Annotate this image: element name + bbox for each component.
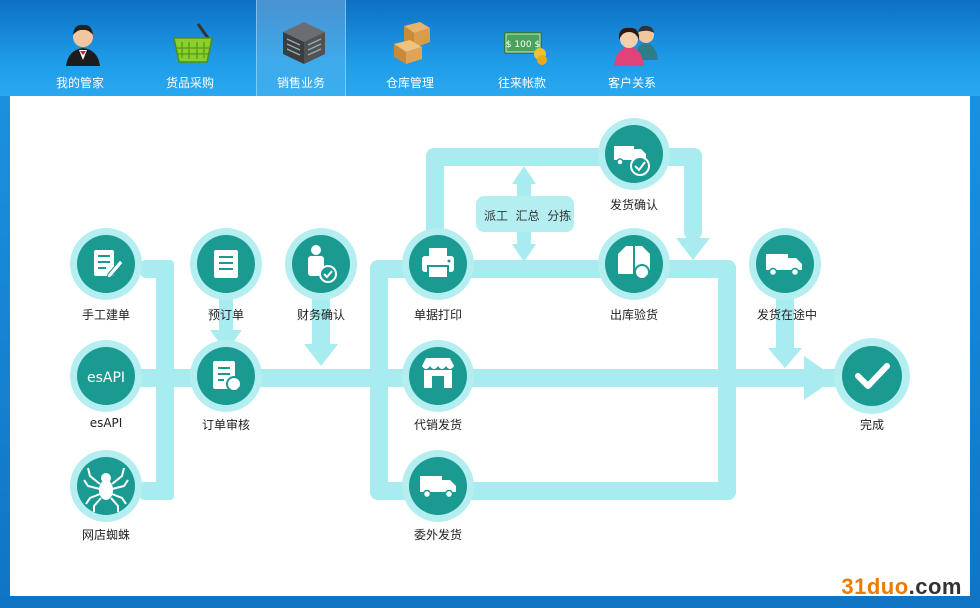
truck-check-icon (614, 146, 650, 176)
tab-label: 往来帐款 (497, 76, 546, 90)
document-search-icon (213, 361, 243, 393)
spider-icon (83, 467, 129, 512)
label-in-transit: 发货在途中 (756, 308, 817, 322)
node-outbound-check[interactable] (598, 228, 670, 300)
node-finance-confirm[interactable] (285, 228, 357, 300)
node-complete[interactable] (834, 338, 910, 414)
node-outsource-ship[interactable] (402, 450, 474, 522)
label-outbound-check: 出库验货 (609, 308, 658, 322)
label-ship-confirm: 发货确认 (609, 198, 658, 212)
truck-icon (766, 254, 802, 277)
tab-purchasing[interactable]: 货品采购 (146, 0, 234, 96)
document-list-icon (214, 250, 238, 278)
node-shop-spider[interactable] (70, 450, 142, 522)
tab-label: 货品采购 (165, 76, 214, 90)
tab-warehouse[interactable]: 仓库管理 (366, 0, 454, 96)
node-in-transit[interactable] (749, 228, 821, 300)
node-pre-order[interactable] (190, 228, 262, 300)
dispatch-group-box (476, 196, 574, 232)
brand-suffix: .com (908, 574, 962, 599)
sales-workflow-diagram: esAPI (70, 118, 910, 522)
brand-main: 31duo (841, 574, 909, 599)
label-consign-ship: 代销发货 (413, 418, 462, 432)
dispatch-group-text: 派工 汇总 分拣 (484, 209, 572, 223)
warehouse-boxes-icon (394, 22, 430, 64)
printer-icon (422, 248, 454, 279)
box-search-icon (618, 246, 651, 281)
tab-sales[interactable]: 销售业务 (256, 0, 346, 96)
tab-my-butler[interactable]: 我的管家 (36, 0, 124, 96)
label-pre-order: 预订单 (207, 308, 244, 322)
document-edit-icon (94, 250, 124, 279)
node-esapi[interactable]: esAPI (70, 340, 142, 412)
label-manual-order: 手工建单 (81, 308, 130, 322)
brand-watermark: 31duo.com (841, 574, 962, 600)
flow-tracks (136, 148, 836, 500)
tab-accounts[interactable]: $ 100 $ 往来帐款 (478, 0, 566, 96)
label-complete: 完成 (859, 418, 884, 432)
server-box-icon (283, 22, 325, 64)
butler-avatar-icon (66, 24, 100, 66)
label-bill-print: 单据打印 (413, 308, 462, 322)
node-manual-order[interactable] (70, 228, 142, 300)
delivery-truck-icon (420, 476, 456, 499)
label-outsource-ship: 委外发货 (413, 528, 462, 542)
svg-text:$ 100 $: $ 100 $ (506, 40, 540, 50)
checkmark-icon (855, 363, 890, 389)
node-bill-print[interactable] (402, 228, 474, 300)
customer-people-icon (614, 25, 658, 66)
label-esapi: esAPI (89, 416, 123, 430)
tab-label: 我的管家 (55, 76, 104, 90)
money-cash-icon: $ 100 $ (504, 32, 547, 65)
user-check-icon (308, 245, 337, 283)
label-shop-spider: 网店蜘蛛 (81, 528, 130, 542)
esapi-icon-text: esAPI (87, 370, 125, 386)
label-finance-confirm: 财务确认 (296, 308, 345, 322)
tab-label: 销售业务 (276, 76, 325, 90)
tab-label: 客户关系 (607, 76, 656, 90)
tab-customers[interactable]: 客户关系 (588, 0, 676, 96)
shopping-basket-icon (173, 23, 213, 63)
top-nav-bar: 我的管家 货品采购 销售业务 仓库管理 (0, 0, 980, 96)
tab-label: 仓库管理 (385, 76, 434, 90)
node-ship-confirm[interactable] (598, 118, 670, 190)
node-consign-ship[interactable] (402, 340, 474, 412)
label-order-review: 订单审核 (201, 418, 250, 432)
node-order-review[interactable] (190, 340, 262, 412)
storefront-icon (422, 358, 454, 388)
